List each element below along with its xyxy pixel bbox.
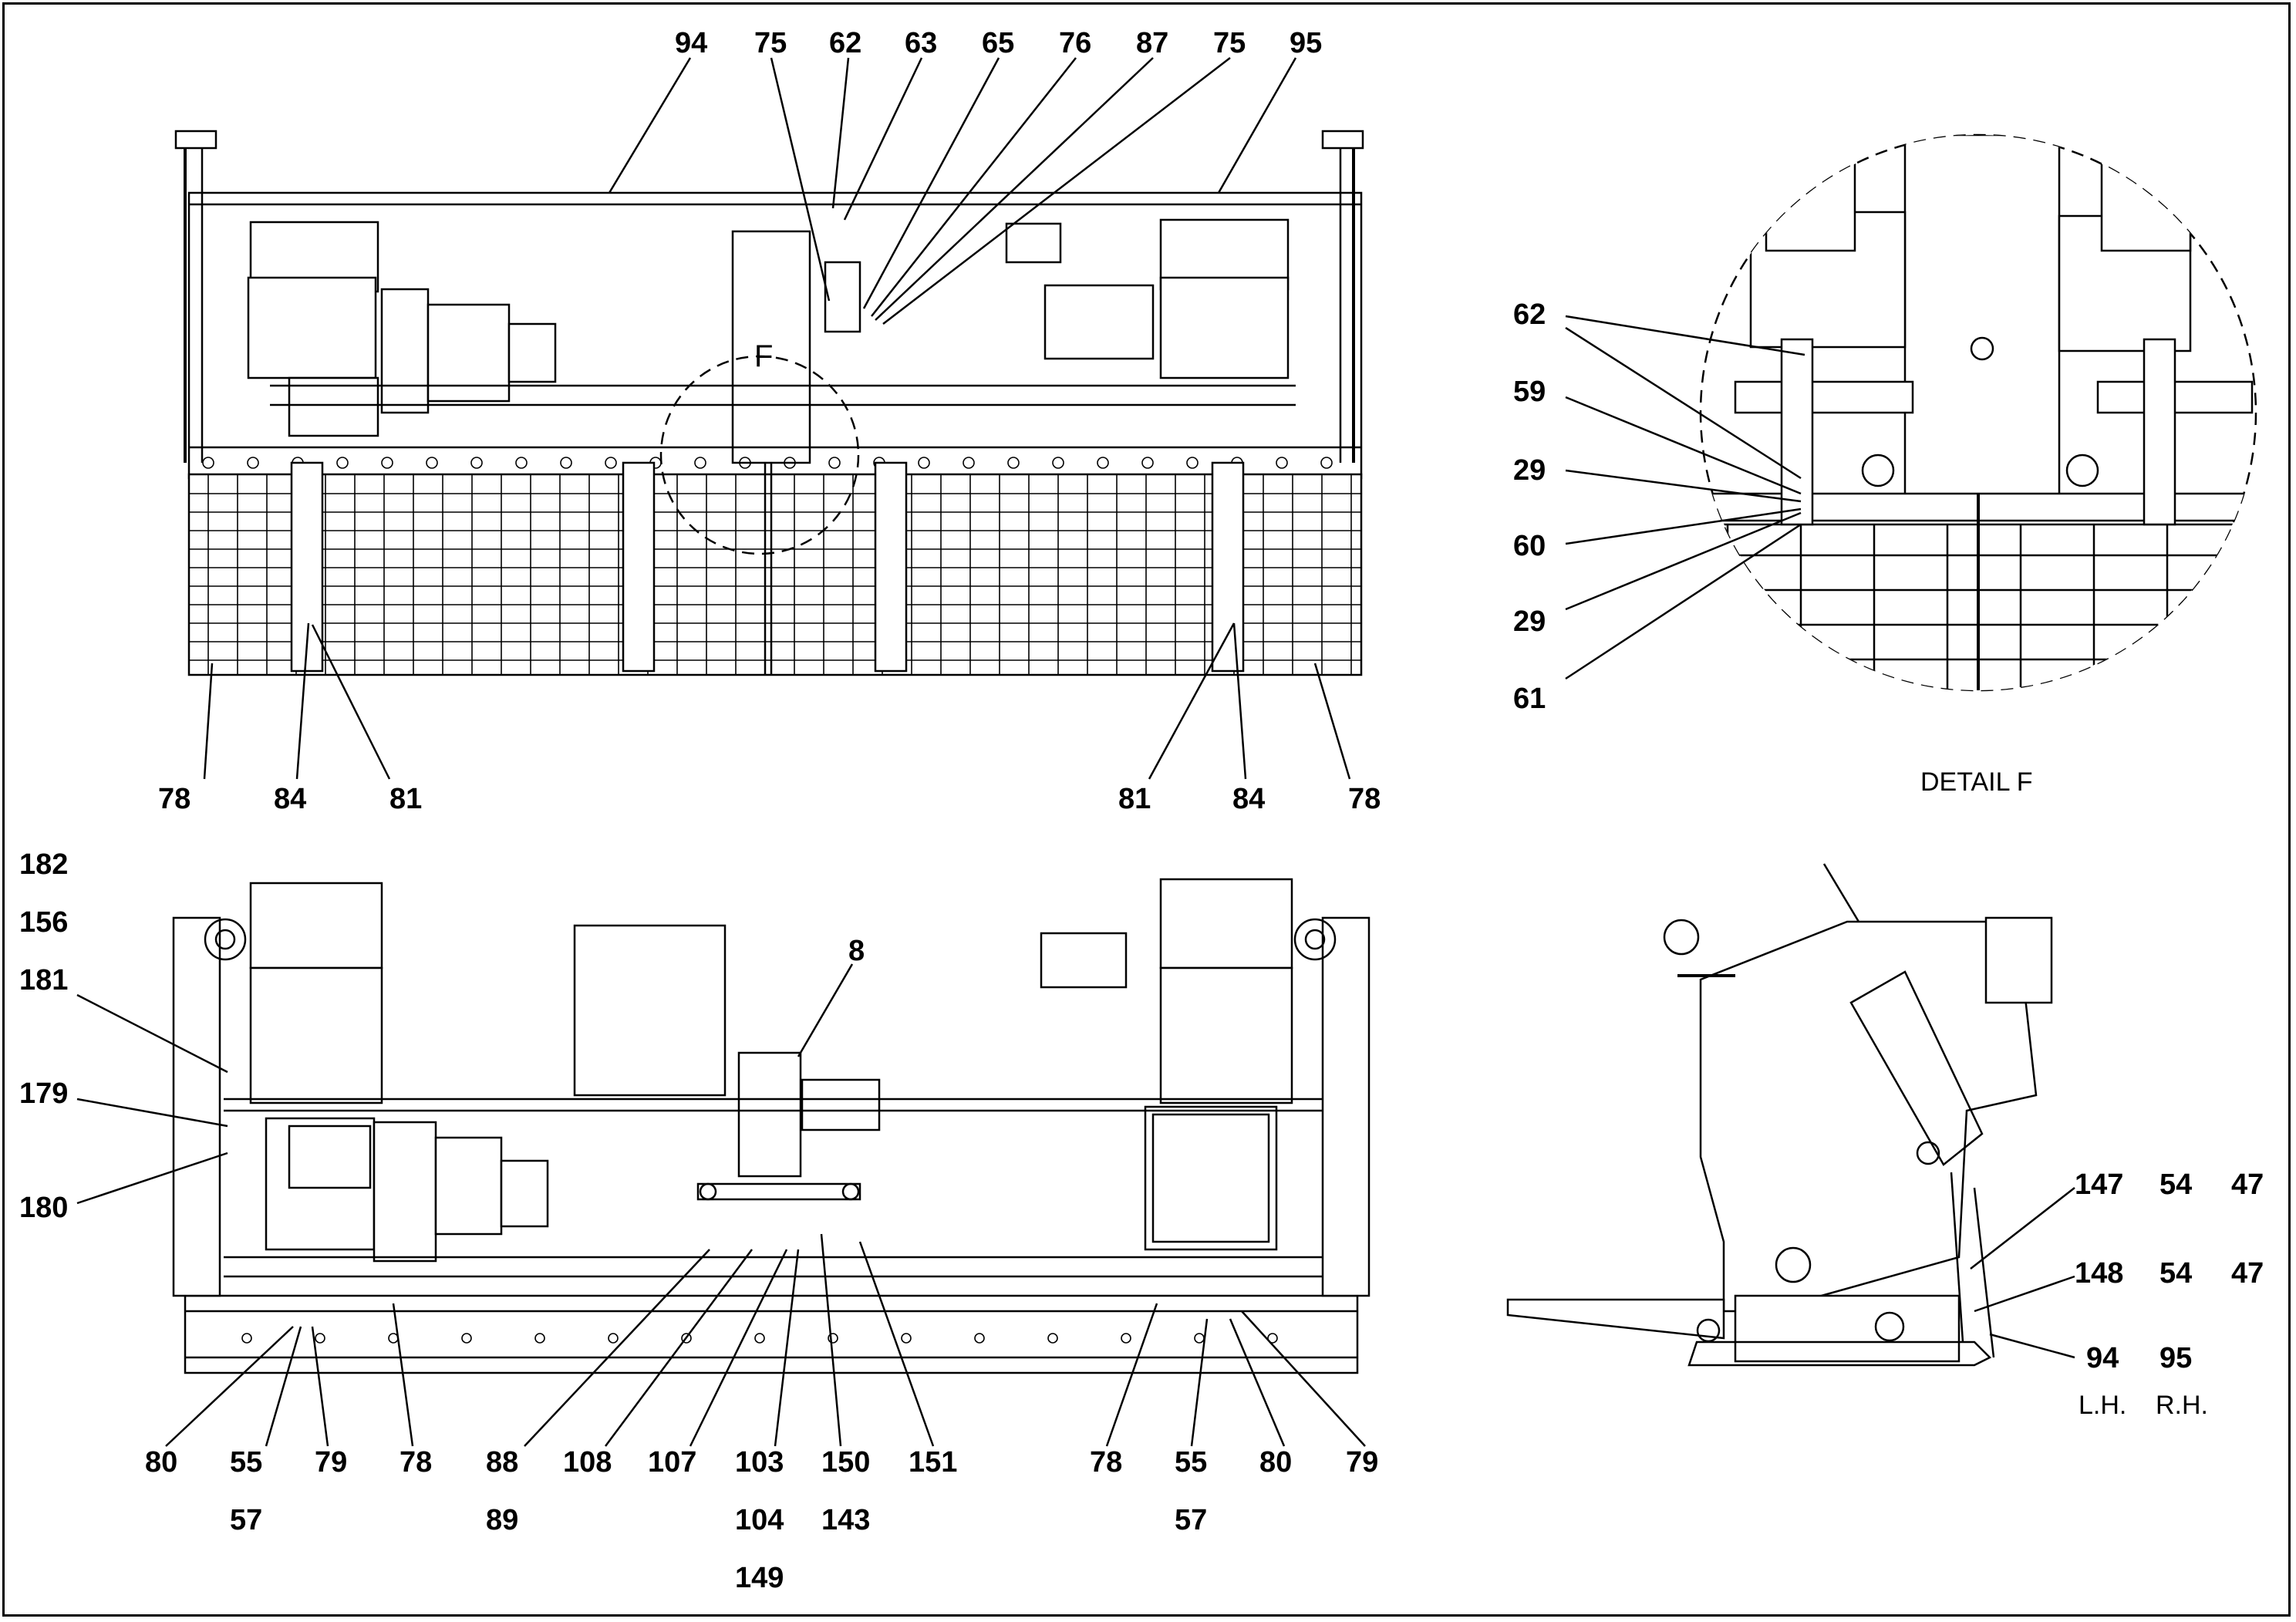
callout-180: 180 <box>19 1192 68 1224</box>
callout-84-left: 84 <box>274 783 306 815</box>
callout-81-left: 81 <box>389 783 422 815</box>
callout-150: 150 <box>821 1446 870 1479</box>
callout-95-top: 95 <box>1290 27 1322 59</box>
callout-57-left: 57 <box>230 1504 262 1536</box>
callout-107: 107 <box>648 1446 696 1479</box>
callout-60-detail: 60 <box>1513 530 1546 562</box>
callout-87-top: 87 <box>1136 27 1168 59</box>
callout-57-right: 57 <box>1175 1504 1207 1536</box>
callout-81-right: 81 <box>1118 783 1151 815</box>
callout-79-right: 79 <box>1346 1446 1378 1479</box>
callout-94-top: 94 <box>675 27 707 59</box>
callout-84-right: 84 <box>1232 783 1265 815</box>
callout-151: 151 <box>909 1446 957 1479</box>
callout-75b-top: 75 <box>1213 27 1246 59</box>
callout-143: 143 <box>821 1504 870 1536</box>
callout-8: 8 <box>848 935 865 967</box>
detail-f-drawing <box>1699 133 2257 692</box>
callout-80-right: 80 <box>1259 1446 1292 1479</box>
callout-181: 181 <box>19 964 68 996</box>
callout-63-top: 63 <box>905 27 937 59</box>
callout-62-detail: 62 <box>1513 298 1546 331</box>
label-lh: L.H. <box>2079 1391 2126 1420</box>
label-rh: R.H. <box>2156 1391 2208 1420</box>
callout-75-top: 75 <box>754 27 787 59</box>
front-view-drawing <box>172 878 1371 1374</box>
callout-94-side: 94 <box>2086 1342 2119 1374</box>
callout-54-a: 54 <box>2159 1168 2192 1201</box>
callout-89: 89 <box>486 1504 518 1536</box>
callout-65-top: 65 <box>982 27 1014 59</box>
callout-78-right: 78 <box>1348 783 1381 815</box>
detail-f-caption: DETAIL F <box>1920 767 2032 797</box>
callout-156: 156 <box>19 906 68 939</box>
callout-80-left: 80 <box>145 1446 177 1479</box>
callout-78-front-right: 78 <box>1090 1446 1122 1479</box>
detail-f-marker: F <box>754 339 773 373</box>
callout-147: 147 <box>2075 1168 2123 1201</box>
callout-62-top: 62 <box>829 27 861 59</box>
callout-78-left: 78 <box>158 783 190 815</box>
callout-104: 104 <box>735 1504 784 1536</box>
callout-29-detail: 29 <box>1513 454 1546 487</box>
callout-103: 103 <box>735 1446 784 1479</box>
callout-179: 179 <box>19 1077 68 1110</box>
callout-148: 148 <box>2075 1257 2123 1290</box>
side-view-drawing <box>1506 863 2053 1367</box>
callout-78-front-left: 78 <box>400 1446 432 1479</box>
callout-47-b: 47 <box>2231 1257 2264 1290</box>
top-view-drawing <box>174 130 1364 676</box>
callout-108: 108 <box>563 1446 612 1479</box>
callout-95-side: 95 <box>2159 1342 2192 1374</box>
leader-lines <box>76 57 2075 1447</box>
callout-55-right: 55 <box>1175 1446 1207 1479</box>
callout-47-a: 47 <box>2231 1168 2264 1201</box>
callout-54-b: 54 <box>2159 1257 2192 1290</box>
callout-149: 149 <box>735 1562 784 1594</box>
callout-61-detail: 61 <box>1513 683 1546 715</box>
callout-182: 182 <box>19 848 68 881</box>
callout-29b-detail: 29 <box>1513 605 1546 638</box>
callout-76-top: 76 <box>1059 27 1091 59</box>
callout-79-left: 79 <box>315 1446 347 1479</box>
callout-59-detail: 59 <box>1513 376 1546 408</box>
callout-88: 88 <box>486 1446 518 1479</box>
callout-labels: 94 75 62 63 65 76 87 75 95 F 78 84 81 81… <box>19 27 2264 1594</box>
callout-55-left: 55 <box>230 1446 262 1479</box>
